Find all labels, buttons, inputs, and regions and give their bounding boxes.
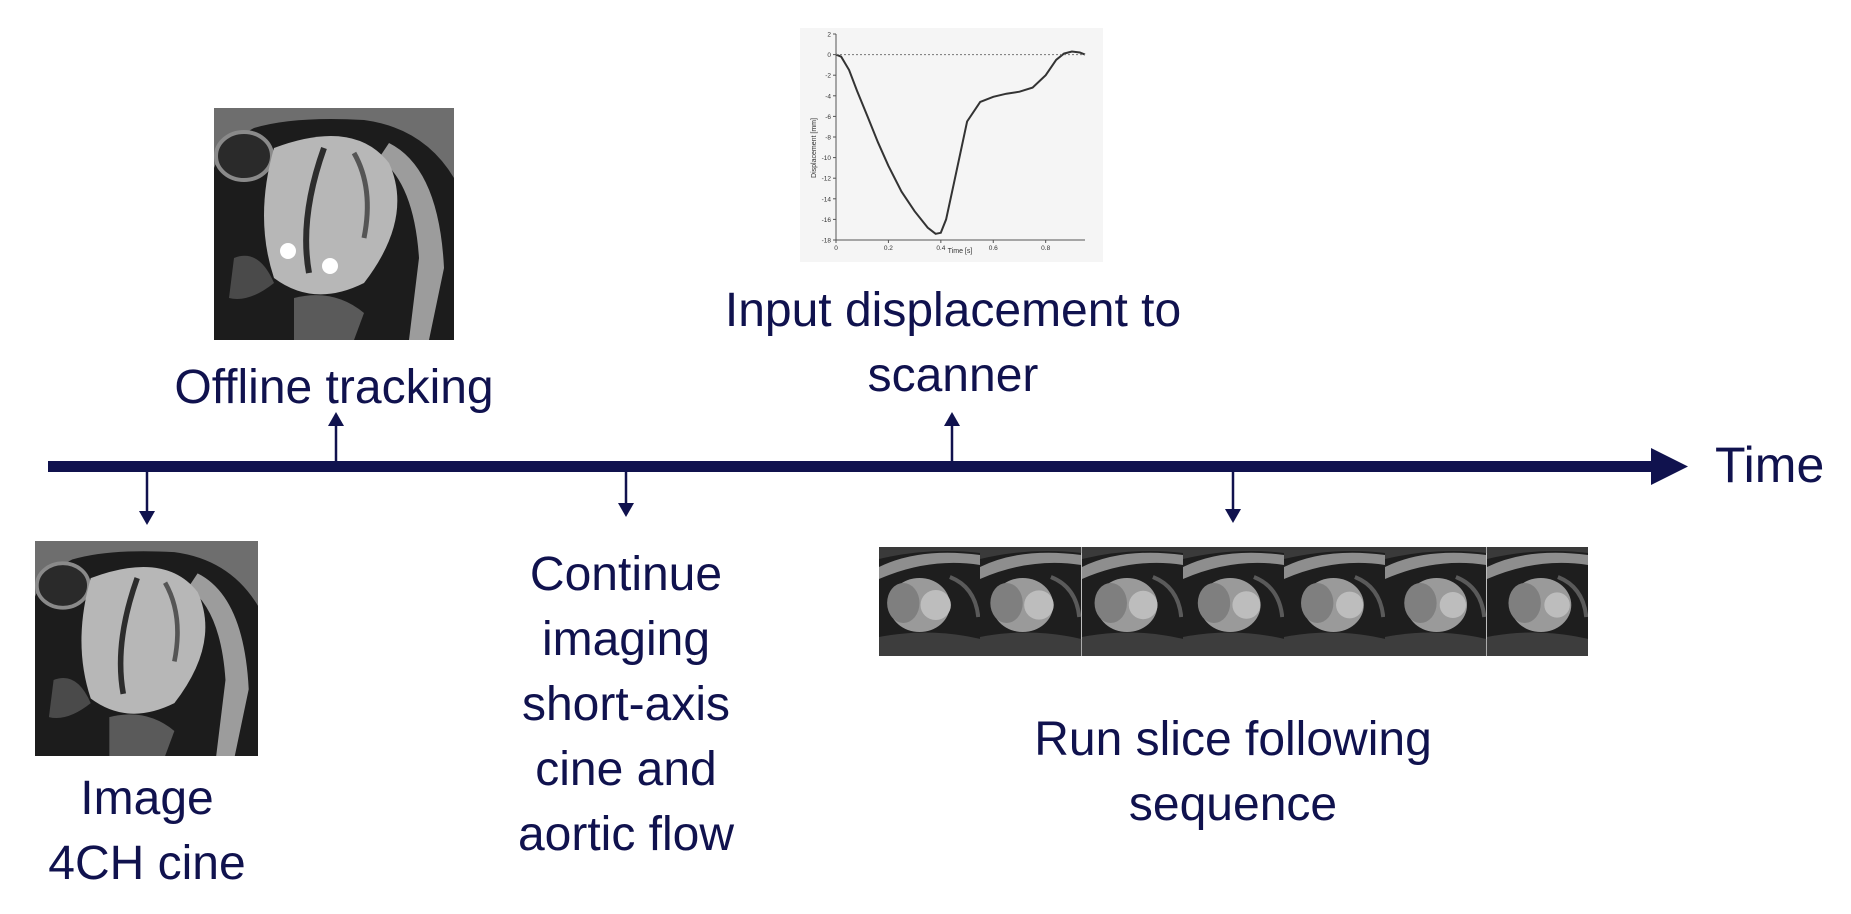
short-axis-slice-frame <box>879 547 981 656</box>
short-axis-slice-frame <box>1081 547 1183 656</box>
plot-y-tick-label: -4 <box>825 93 831 100</box>
plot-x-tick-label: 0.2 <box>884 245 893 252</box>
plot-y-tick-label: 2 <box>827 32 831 39</box>
plot-x-tick-label: 0 <box>834 245 838 252</box>
four-chamber-cine-image <box>35 541 258 756</box>
arrow-slice-following <box>1225 472 1241 523</box>
continue-imaging-label-line4: cine and <box>535 743 717 796</box>
short-axis-slice-frame <box>980 547 1082 656</box>
input-displacement-label-line1: Input displacement to <box>724 284 1182 337</box>
short-axis-slice-frame <box>1182 547 1285 656</box>
plot-xlabel: Time [s] <box>948 248 973 255</box>
plot-y-tick-label: 0 <box>827 52 831 59</box>
tracking-point-2 <box>322 258 338 274</box>
image-4ch-label-line2: 4CH cine <box>48 837 246 890</box>
time-axis-label: Time <box>1715 437 1825 493</box>
arrow-input-displacement <box>944 412 960 461</box>
slice-following-label-line1: Run slice following <box>1034 713 1432 766</box>
plot-y-tick-label: -6 <box>825 114 831 121</box>
offline-tracking-image <box>214 108 454 340</box>
timeline-axis <box>48 461 1655 472</box>
continue-imaging-label-line1: Continue <box>529 548 723 601</box>
slice-following-label-line2: sequence <box>1128 778 1338 831</box>
slice-following-strip <box>879 547 1588 656</box>
plot-y-tick-label: -10 <box>822 155 832 162</box>
plot-y-tick-label: -2 <box>825 73 831 80</box>
arrow-continue-imaging <box>618 472 634 517</box>
plot-y-tick-label: -18 <box>822 238 832 245</box>
arrow-offline-tracking <box>328 412 344 461</box>
continue-imaging-label-line3: short-axis <box>521 678 731 731</box>
plot-x-tick-label: 0.4 <box>936 245 945 252</box>
input-displacement-label-line2: scanner <box>867 349 1039 402</box>
continue-imaging-label-line2: imaging <box>541 613 711 666</box>
short-axis-slice-frame <box>1284 547 1386 656</box>
plot-ylabel: Displacement [mm] <box>811 118 818 178</box>
offline-tracking-label: Offline tracking <box>174 361 494 414</box>
plot-y-tick-label: -16 <box>822 217 832 224</box>
short-axis-slice-frame <box>1486 547 1588 656</box>
tracking-point-1 <box>280 243 296 259</box>
short-axis-slice-frame <box>1385 547 1487 656</box>
continue-imaging-label-line5: aortic flow <box>517 808 735 861</box>
plot-y-tick-label: -12 <box>822 176 832 183</box>
displacement-plot: Displacement [mm] Time [s] 2 0 -2 -4 -6 -8 -10… <box>800 28 1103 262</box>
plot-x-tick-label: 0.6 <box>989 245 998 252</box>
plot-y-tick-label: -8 <box>825 135 831 142</box>
timeline-arrowhead <box>1651 448 1688 485</box>
plot-x-tick-label: 0.8 <box>1041 245 1050 252</box>
plot-y-tick-label: -14 <box>822 196 832 203</box>
arrow-image-4ch <box>139 472 155 525</box>
displacement-curve <box>835 50 1086 235</box>
image-4ch-label-line1: Image <box>80 772 214 825</box>
